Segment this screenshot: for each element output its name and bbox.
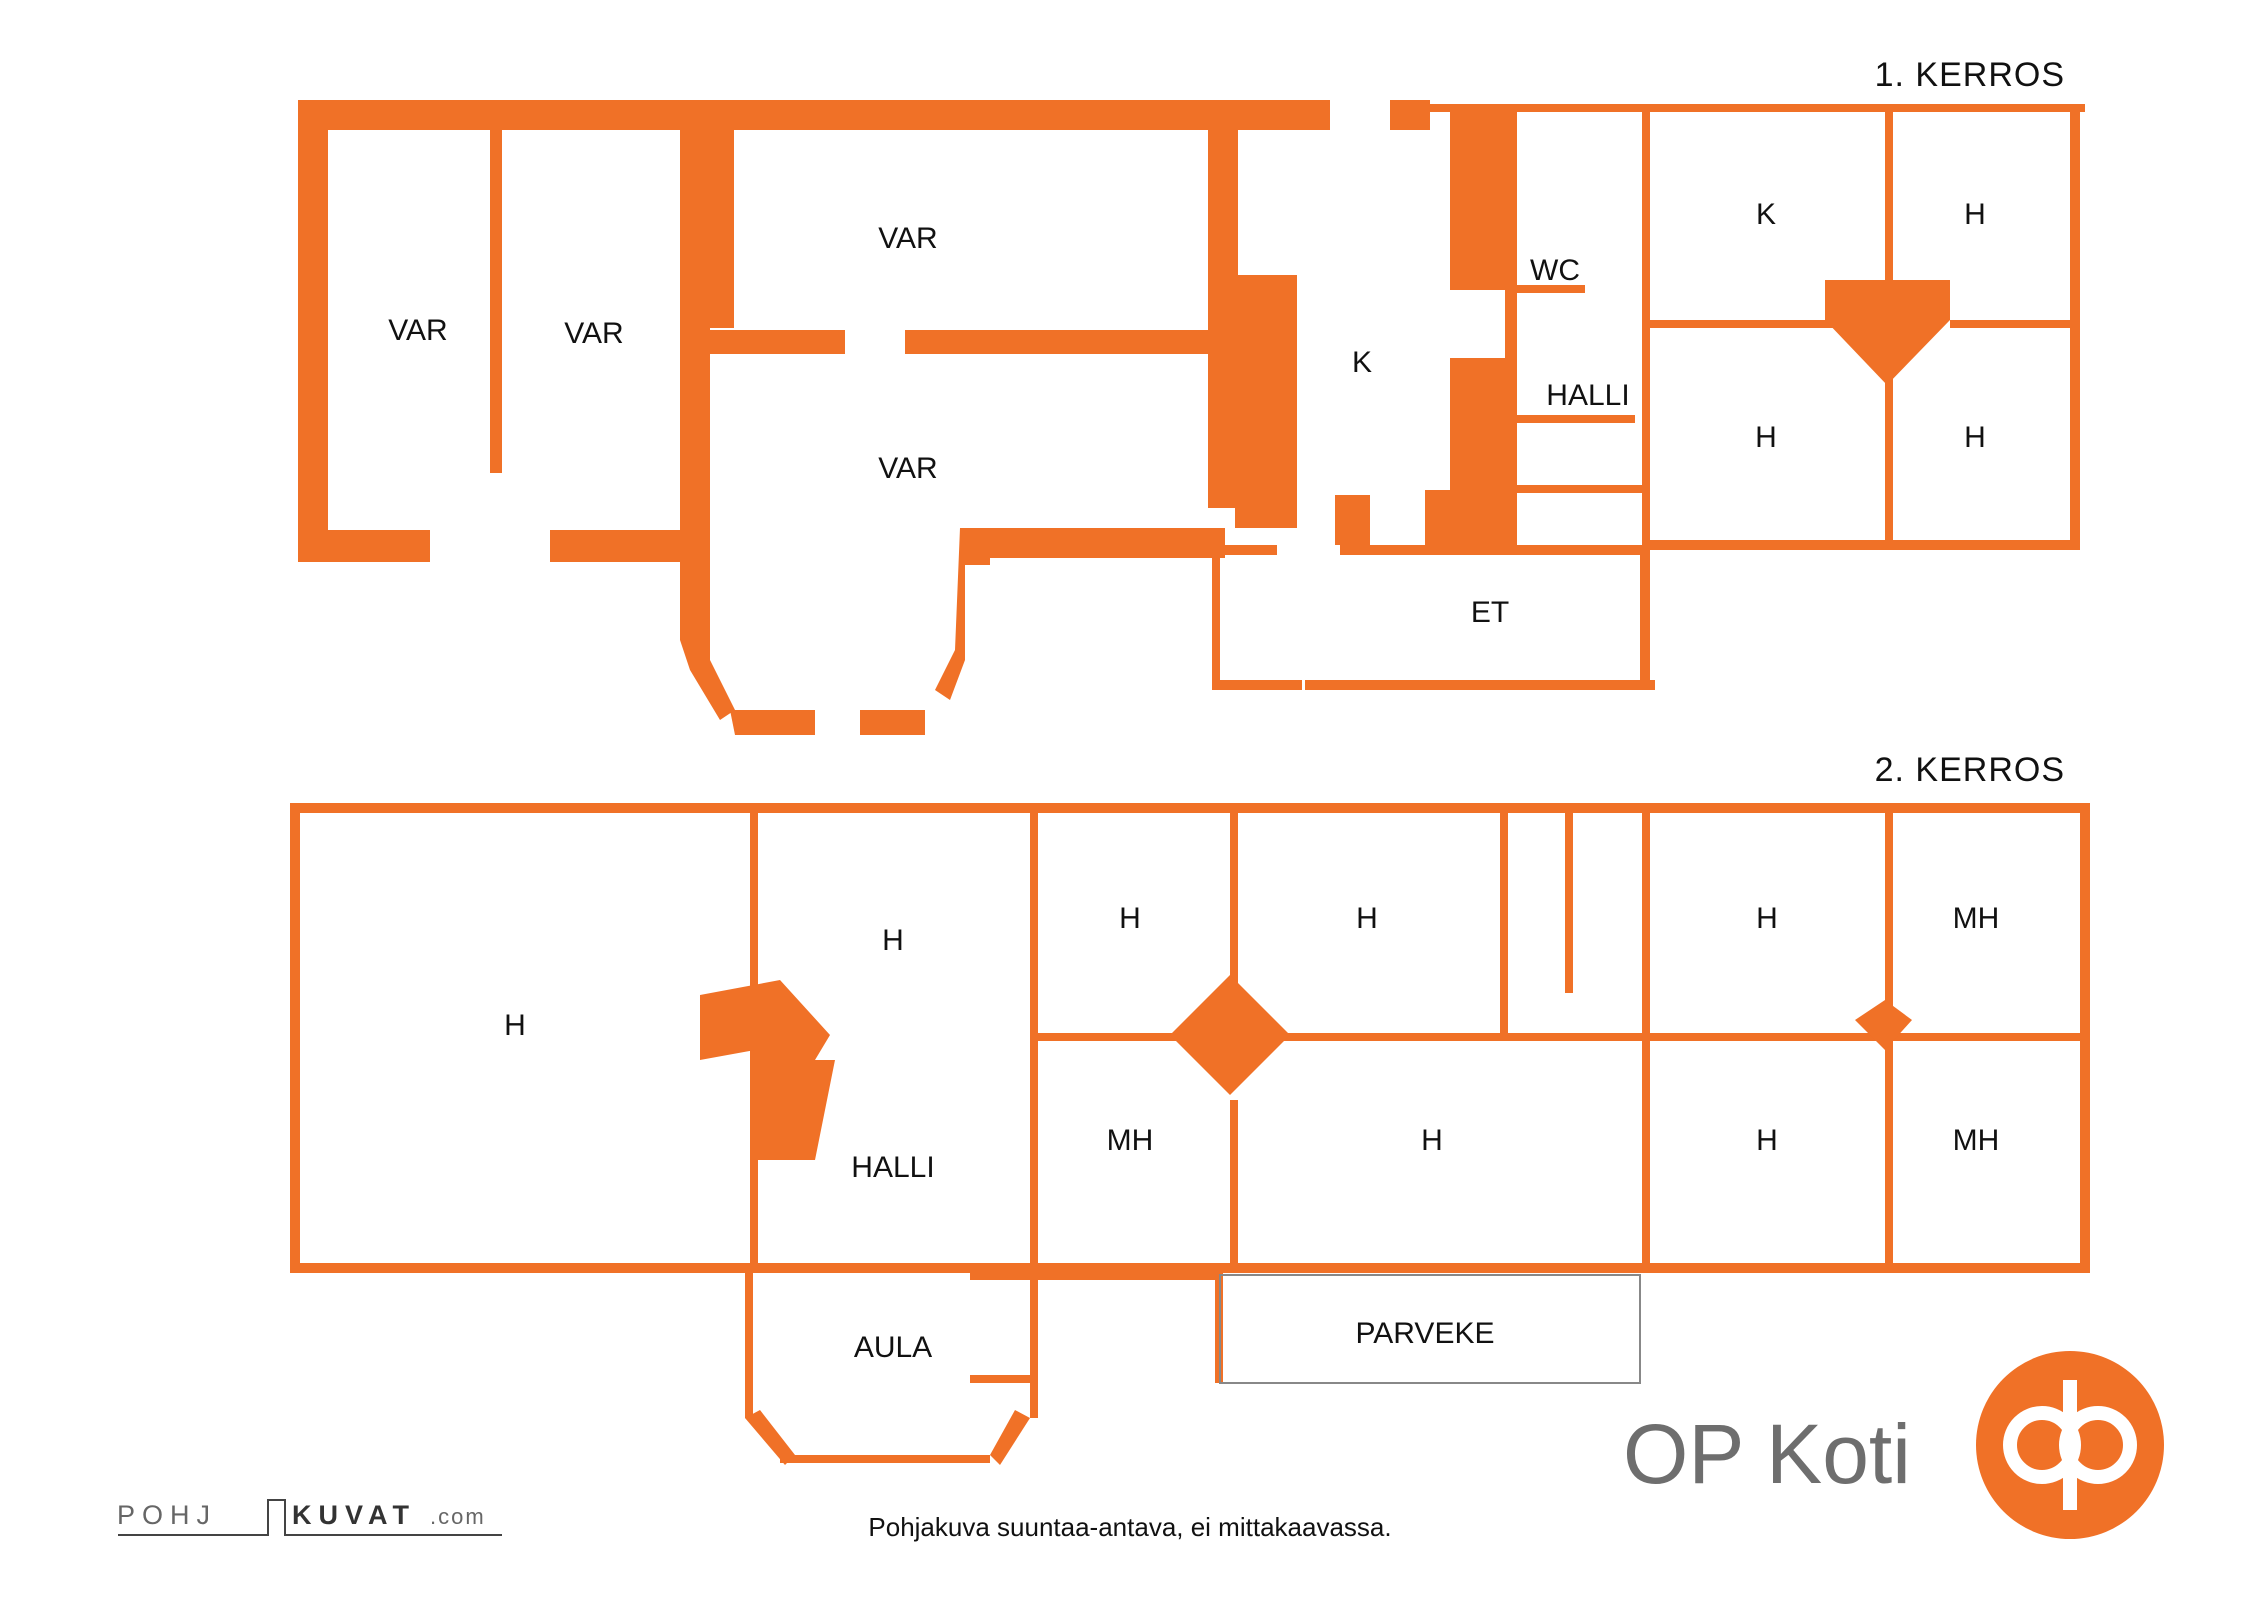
room-var-a: VAR [388, 314, 447, 347]
second-floor-title: 2. KERROS [1875, 751, 2065, 789]
first-floor-title: 1. KERROS [1875, 56, 2065, 94]
disclaimer-text: Pohjakuva suuntaa-antava, ei mittakaavas… [868, 1512, 1391, 1542]
room-h-big: H [504, 1009, 526, 1042]
room-wc: WC [1530, 254, 1580, 287]
room-mh-a: MH [1953, 902, 2000, 935]
room-h-c: H [1356, 902, 1378, 935]
room-h-e: H [1421, 1124, 1443, 1157]
brand-name: OP Koti [1623, 1407, 1911, 1501]
room-aula: AULA [854, 1331, 932, 1364]
room-h-d: H [1756, 902, 1778, 935]
svg-text:KUVAT: KUVAT [292, 1500, 416, 1530]
room-et: ET [1471, 596, 1509, 629]
first-floor [298, 100, 2085, 735]
room-halli: HALLI [1546, 379, 1629, 412]
room-parveke: PARVEKE [1356, 1317, 1495, 1350]
room-h-a: H [882, 924, 904, 957]
op-logo-icon [1976, 1351, 2164, 1539]
room-h3: H [1964, 421, 1986, 454]
room-h-b: H [1119, 902, 1141, 935]
second-floor [290, 803, 2090, 1465]
room-var-c: VAR [878, 222, 937, 255]
room-var-d: VAR [878, 452, 937, 485]
pohjakuvat-logo: POHJ KUVAT .com [117, 1499, 502, 1536]
room-h2: H [1755, 421, 1777, 454]
room-mh-c: MH [1953, 1124, 2000, 1157]
svg-text:POHJ: POHJ [117, 1500, 217, 1530]
room-halli-2: HALLI [851, 1151, 934, 1184]
room-var-b: VAR [564, 317, 623, 350]
room-h1: H [1964, 198, 1986, 231]
room-h-f: H [1756, 1124, 1778, 1157]
room-k-big: K [1352, 346, 1372, 379]
room-k-small: K [1756, 198, 1776, 231]
svg-text:.com: .com [430, 1504, 486, 1529]
room-mh-b: MH [1107, 1124, 1154, 1157]
